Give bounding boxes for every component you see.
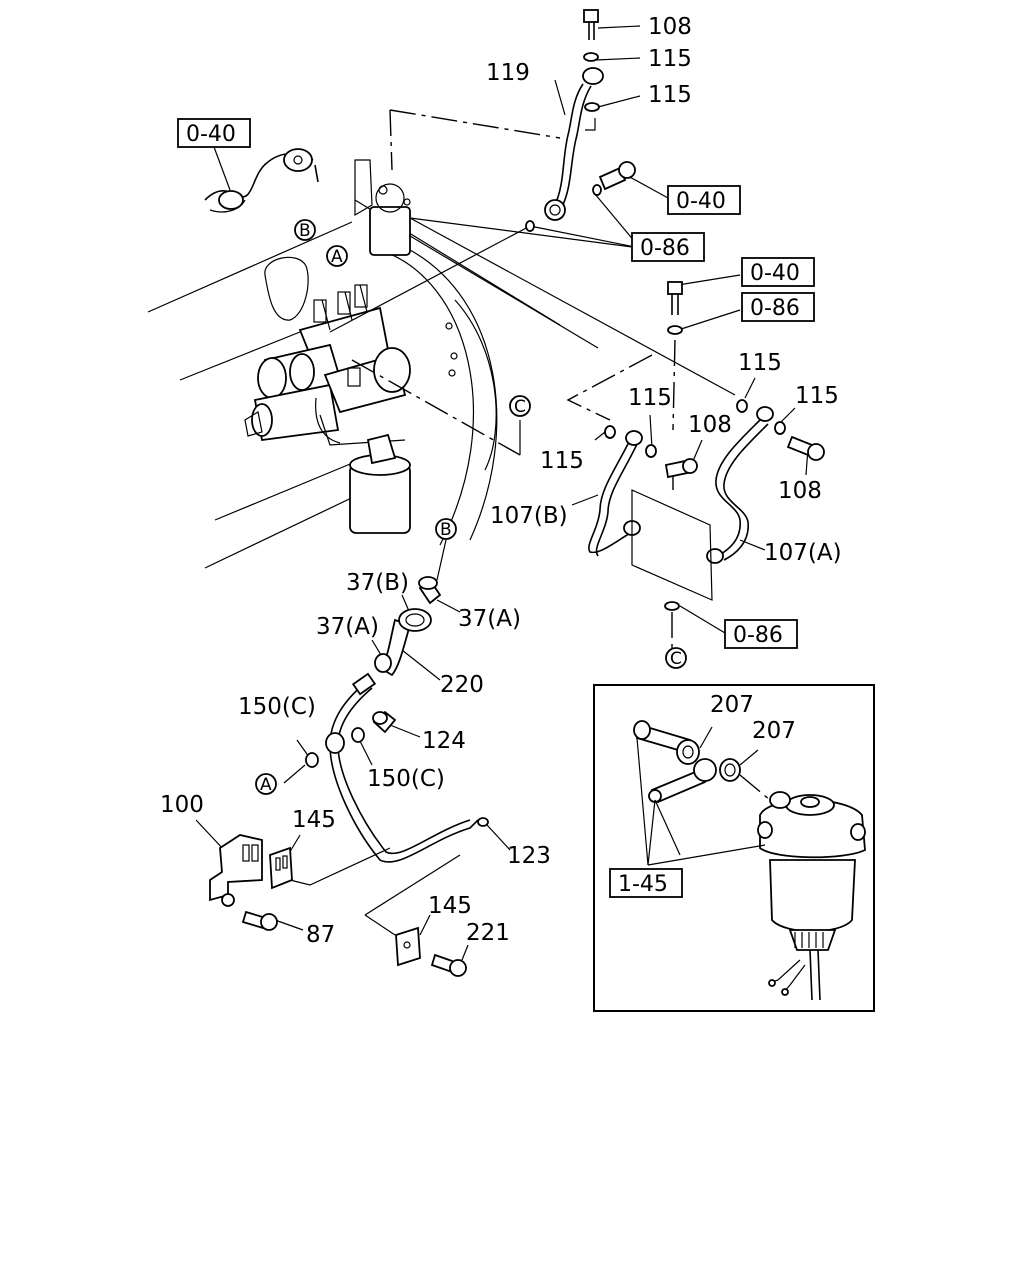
- ref-box-086-bottom: 0-86: [724, 619, 798, 649]
- leader-lines: [195, 25, 809, 961]
- reference-boxes: 0-40 0-40 0-86 0-40 0-86 0-86 1-45: [177, 118, 815, 898]
- label-37b: 37(B): [346, 570, 409, 596]
- svg-text:B: B: [299, 221, 311, 241]
- svg-text:0-86: 0-86: [750, 296, 800, 321]
- svg-text:C: C: [514, 397, 526, 417]
- svg-text:0-40: 0-40: [676, 189, 726, 214]
- marker-b-lower: B: [435, 518, 457, 540]
- label-108-mid: 108: [688, 412, 732, 438]
- svg-text:A: A: [260, 775, 272, 795]
- label-207-a: 207: [710, 692, 754, 718]
- label-107b: 107(B): [490, 503, 568, 529]
- marker-c-engine: C: [509, 395, 531, 417]
- svg-text:B: B: [440, 520, 452, 540]
- label-119: 119: [486, 60, 530, 86]
- label-100: 100: [160, 792, 204, 818]
- label-37a-right: 37(A): [458, 606, 521, 632]
- label-220: 220: [440, 672, 484, 698]
- label-115-e: 115: [795, 383, 839, 409]
- fuel-pipe-107-assembly: [588, 281, 825, 611]
- fuel-hose-220-assembly: [209, 576, 489, 977]
- label-87: 87: [306, 922, 335, 948]
- svg-text:0-40: 0-40: [750, 261, 800, 286]
- fuel-filter-inset: [593, 684, 875, 1012]
- fuel-pipe-119-assembly: [525, 9, 636, 232]
- svg-text:1-45: 1-45: [618, 872, 668, 897]
- ref-box-086-mid: 0-86: [741, 292, 815, 322]
- inset-frame: [593, 684, 875, 1012]
- circle-markers: B A C B A C: [255, 219, 687, 795]
- label-115-c: 115: [738, 350, 782, 376]
- label-150c-left: 150(C): [238, 694, 316, 720]
- svg-text:A: A: [331, 247, 343, 267]
- part-number-labels: 108 115 119 115 115 115 115 108 115 108 …: [160, 14, 842, 948]
- svg-text:0-40: 0-40: [186, 122, 236, 147]
- label-115-b: 115: [648, 82, 692, 108]
- label-150c-right: 150(C): [367, 766, 445, 792]
- label-108-top: 108: [648, 14, 692, 40]
- label-115-a: 115: [648, 46, 692, 72]
- ref-box-040-topright: 0-40: [667, 185, 741, 215]
- label-115-d: 115: [628, 385, 672, 411]
- ref-box-040-topleft: 0-40: [177, 118, 251, 148]
- label-108-right: 108: [778, 478, 822, 504]
- svg-text:0-86: 0-86: [640, 236, 690, 261]
- label-207-b: 207: [752, 718, 796, 744]
- svg-text:C: C: [670, 649, 682, 669]
- marker-a-lower: A: [255, 773, 277, 795]
- engine-block-drawing: [147, 148, 599, 569]
- label-124: 124: [422, 728, 466, 754]
- ref-box-040-mid: 0-40: [741, 257, 815, 287]
- ref-box-145-inset: 1-45: [609, 868, 683, 898]
- label-145-top: 145: [292, 807, 336, 833]
- label-145-bottom: 145: [428, 893, 472, 919]
- label-37a-left: 37(A): [316, 614, 379, 640]
- label-107a: 107(A): [764, 540, 842, 566]
- svg-text:0-86: 0-86: [733, 623, 783, 648]
- marker-b-top: B: [294, 219, 316, 241]
- label-221: 221: [466, 920, 510, 946]
- marker-c-lower: C: [665, 647, 687, 669]
- label-123: 123: [507, 843, 551, 869]
- ref-box-086-top: 0-86: [631, 232, 705, 262]
- marker-a-top: A: [326, 245, 348, 267]
- label-115-f: 115: [540, 448, 584, 474]
